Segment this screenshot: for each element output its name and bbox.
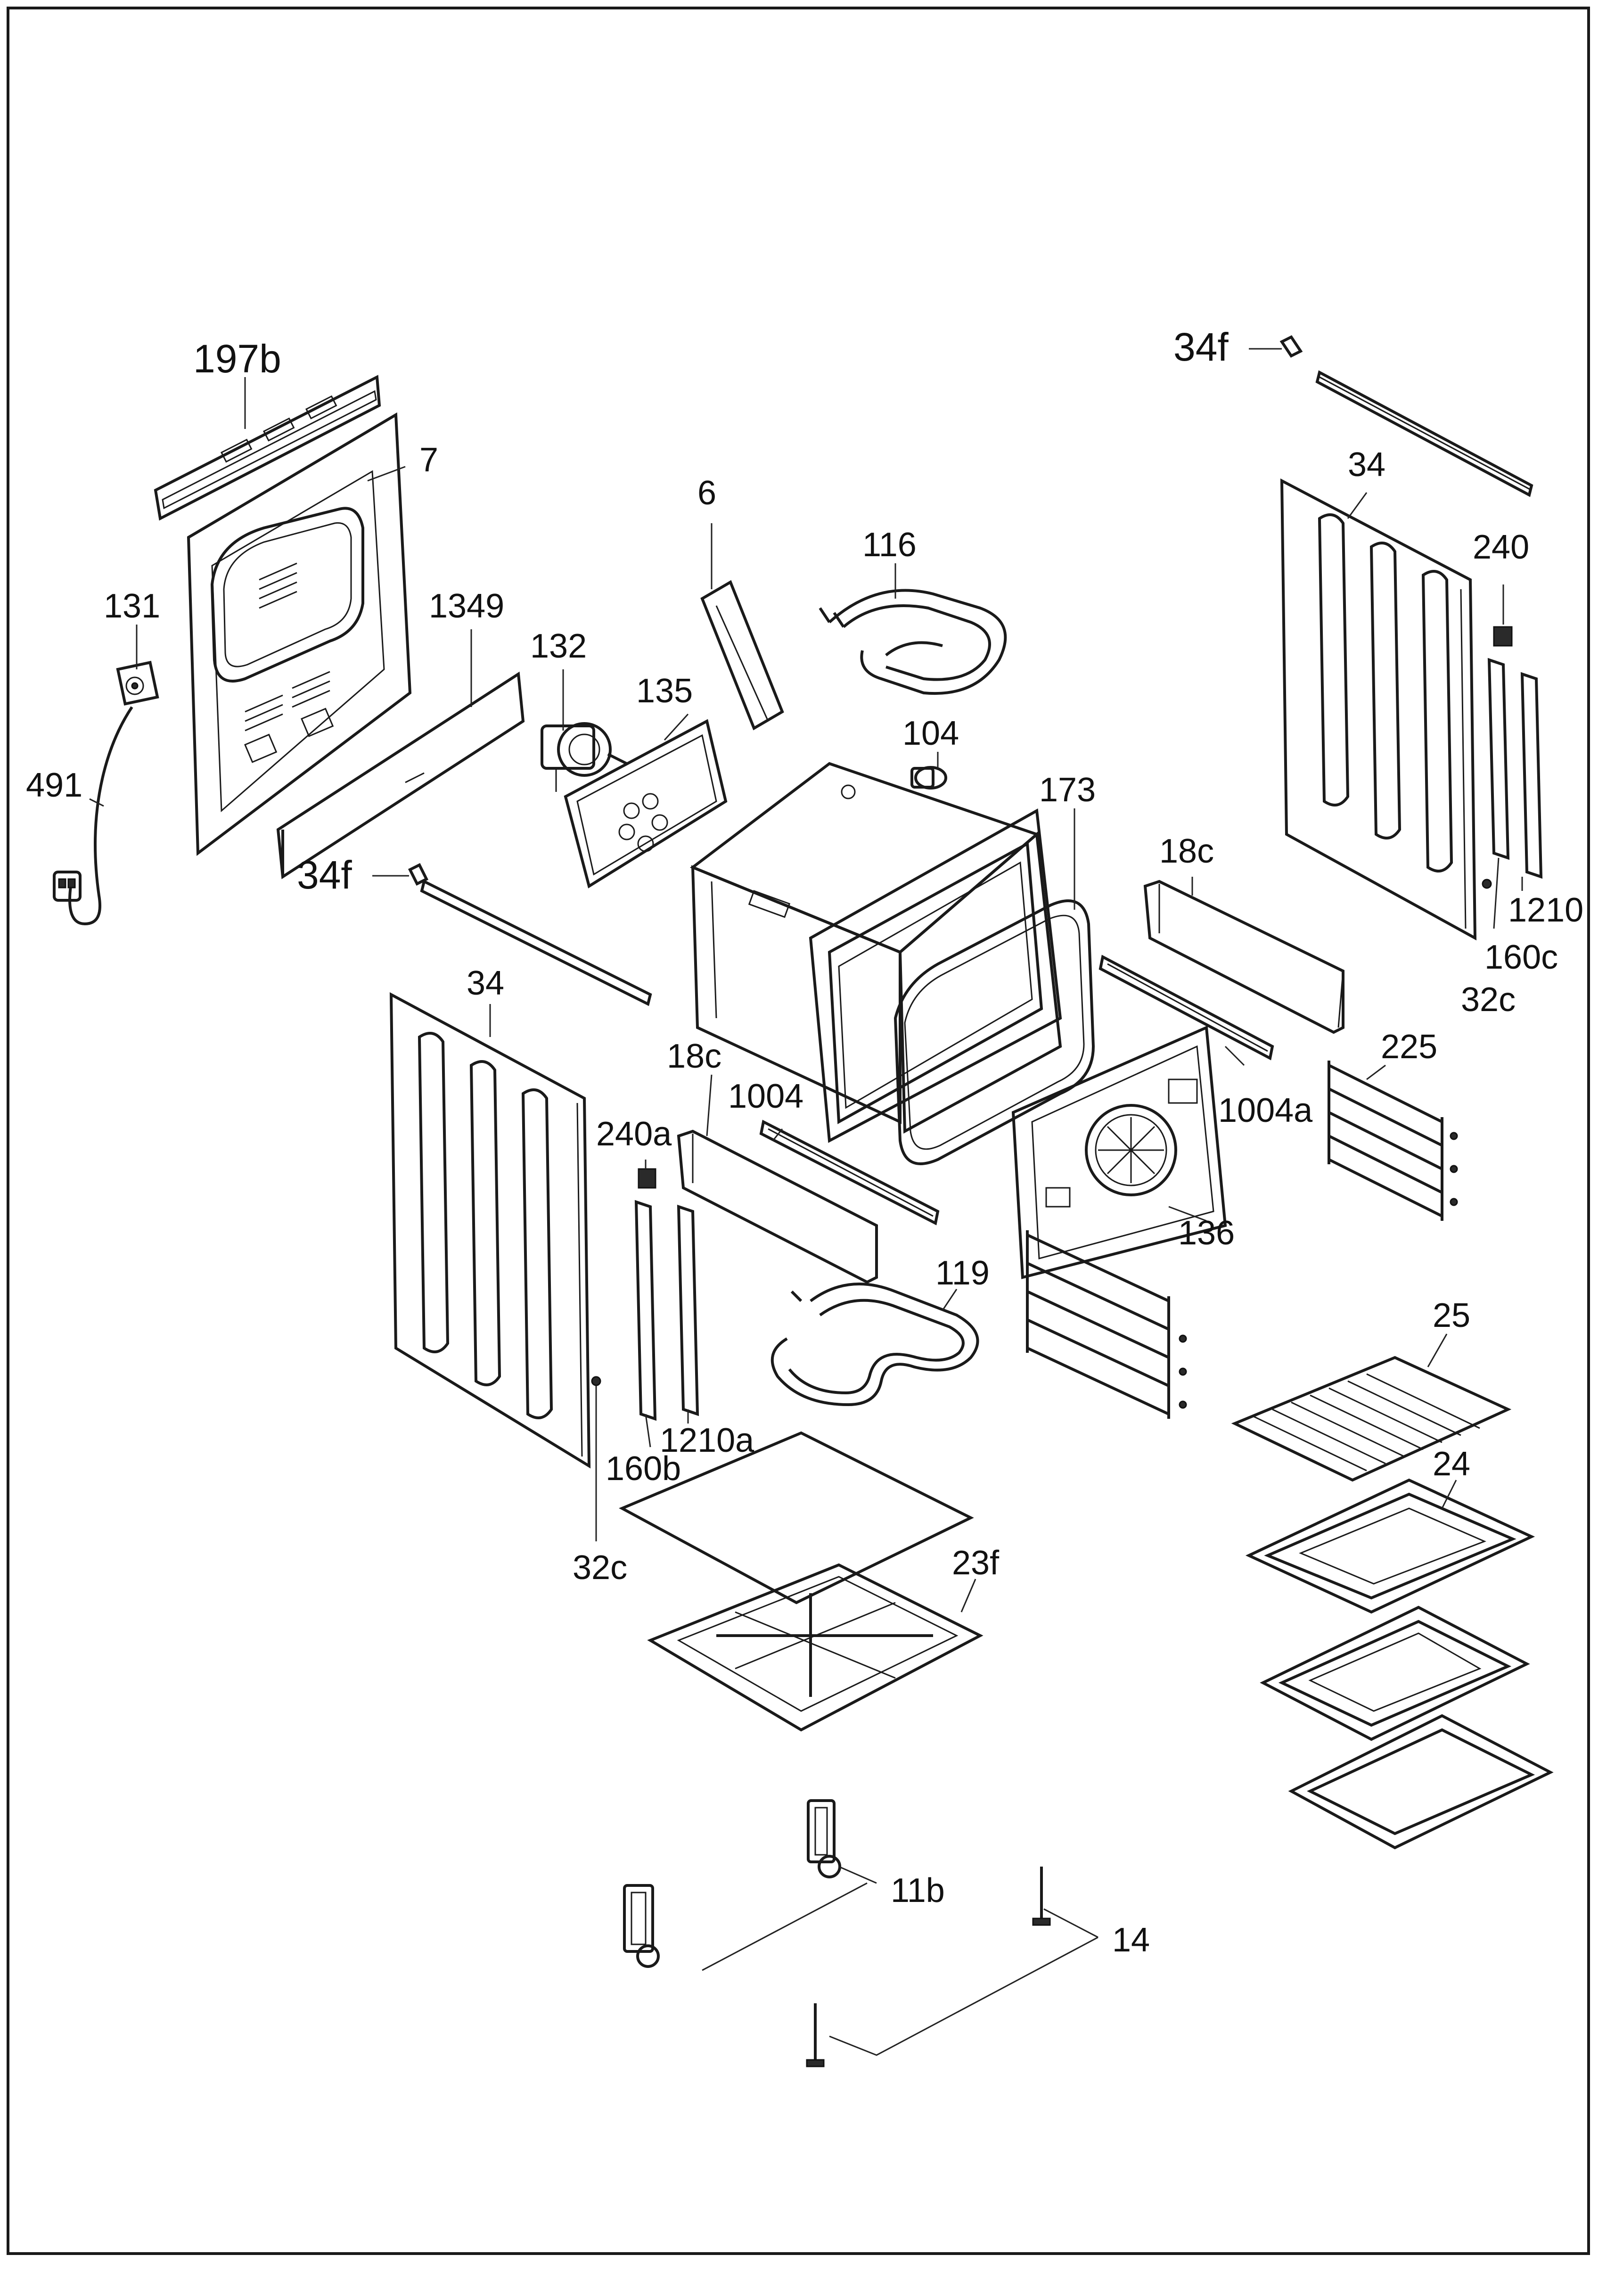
label-34-right: 34 — [1348, 446, 1385, 484]
fan-motor-132 — [541, 722, 628, 792]
strip-1210a — [677, 1204, 699, 1416]
screw-32c-left — [591, 1376, 601, 1541]
label-23f: 23f — [952, 1544, 1000, 1582]
label-119: 119 — [935, 1254, 990, 1292]
back-panel-7 — [187, 412, 412, 856]
foot-11b-left — [623, 1884, 660, 1968]
label-32c-right: 32c — [1461, 981, 1516, 1019]
bracket-240 — [1493, 584, 1513, 647]
power-cable-491 — [53, 706, 133, 926]
label-34f-top: 34f — [1173, 325, 1229, 369]
insulation-pad — [619, 1431, 974, 1605]
leader-14 — [829, 1908, 1098, 2056]
label-6: 6 — [697, 474, 716, 512]
label-24: 24 — [1433, 1445, 1470, 1483]
rail-18c-left — [677, 1129, 878, 1284]
right-side-panel-34 — [1280, 478, 1477, 941]
slide-1004 — [759, 1119, 940, 1226]
label-491: 491 — [26, 766, 82, 804]
lower-element-119 — [771, 1283, 979, 1407]
part-labels: 197b 7 131 491 1349 132 135 6 116 104 17… — [26, 325, 1583, 1959]
bracket-34f-top — [1249, 335, 1303, 358]
strip-1210 — [1520, 672, 1543, 879]
bottom-plate-23f — [647, 1563, 984, 1732]
label-240a: 240a — [596, 1115, 672, 1153]
label-34f-left: 34f — [297, 853, 352, 897]
left-top-rail — [420, 879, 652, 1006]
label-131: 131 — [104, 587, 160, 625]
vent-bracket-6 — [700, 580, 784, 731]
baking-tray-24a — [1245, 1478, 1535, 1614]
label-32c-left: 32c — [573, 1549, 627, 1587]
label-18c-right: 18c — [1159, 832, 1214, 870]
slide-1004a — [1098, 955, 1274, 1061]
top-right-rail — [1315, 370, 1533, 497]
fan-cover-plate-135 — [564, 719, 728, 889]
label-116: 116 — [862, 526, 917, 564]
grill-element-116 — [819, 589, 1007, 695]
bracket-34f-left — [372, 863, 429, 886]
bracket-240a — [638, 1168, 656, 1189]
strip-160b — [634, 1200, 657, 1421]
label-135: 135 — [636, 672, 693, 710]
rail-18c-right — [1143, 880, 1344, 1034]
label-104: 104 — [902, 715, 959, 752]
side-rack-225 — [1328, 1061, 1458, 1221]
fan-cover-136 — [1011, 1025, 1227, 1279]
label-225: 225 — [1381, 1028, 1437, 1066]
oven-lamp-104 — [910, 766, 947, 790]
label-132: 132 — [530, 627, 587, 665]
wire-shelf-25 — [1231, 1356, 1512, 1482]
adjustable-foot-14-left — [806, 2003, 825, 2067]
label-160c: 160c — [1484, 938, 1558, 976]
baking-tray-24c — [1288, 1714, 1554, 1850]
label-18c-left: 18c — [667, 1037, 721, 1075]
label-160b: 160b — [606, 1450, 681, 1488]
label-25: 25 — [1433, 1297, 1470, 1334]
leader-11b — [702, 1866, 877, 1971]
label-1210: 1210 — [1508, 891, 1583, 929]
baking-tray-24b — [1260, 1605, 1530, 1741]
top-rear-panel-197b — [154, 375, 381, 521]
bottom-shield-1349 — [276, 671, 525, 880]
screw-32c-right — [1482, 879, 1492, 889]
strip-160c — [1487, 658, 1510, 860]
label-34-left: 34 — [467, 964, 504, 1002]
side-rack-center — [1026, 1230, 1187, 1419]
label-1004a: 1004a — [1218, 1092, 1313, 1129]
label-11b: 11b — [891, 1872, 945, 1909]
label-173: 173 — [1039, 771, 1096, 809]
label-1004: 1004 — [728, 1078, 803, 1115]
label-1349: 1349 — [429, 587, 504, 625]
adjustable-foot-14-right — [1032, 1867, 1051, 1926]
terminal-block-131 — [116, 660, 159, 706]
left-side-panel-34 — [389, 992, 591, 1469]
label-7: 7 — [419, 441, 438, 479]
oven-cavity — [689, 762, 1062, 1134]
foot-11b-right — [807, 1799, 841, 1878]
label-197b: 197b — [193, 337, 281, 381]
label-1210a: 1210a — [660, 1422, 754, 1459]
label-136: 136 — [1178, 1214, 1235, 1252]
door-seal-173 — [893, 899, 1095, 1165]
leader-lines — [89, 377, 1523, 1613]
label-14: 14 — [1112, 1921, 1150, 1959]
label-240: 240 — [1473, 528, 1529, 566]
front-frame — [809, 808, 1062, 1143]
drawing-frame — [7, 7, 1590, 2255]
